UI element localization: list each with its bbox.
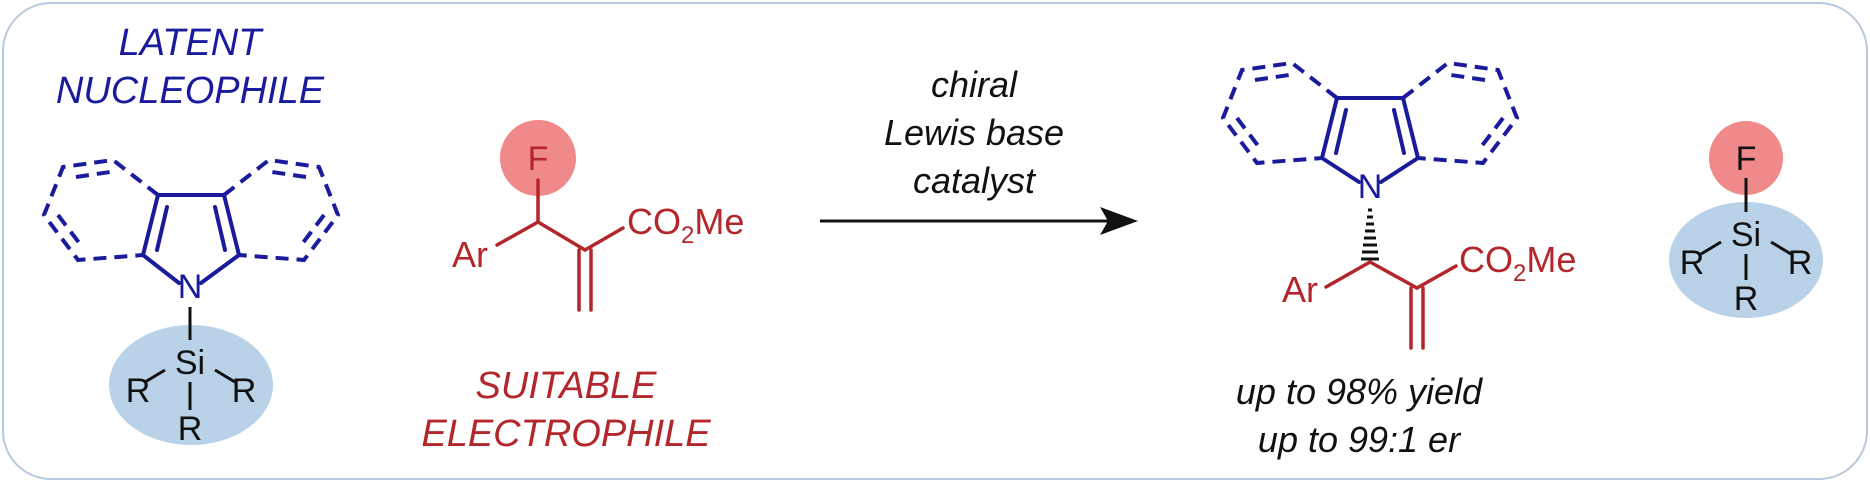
condition-line2: Lewis base bbox=[884, 112, 1064, 153]
product: N Ar CO2Me up to 98% yield up to 99:1 er bbox=[1220, 60, 1576, 460]
condition-line3: catalyst bbox=[913, 160, 1037, 201]
nucleophile-nitrogen: N bbox=[178, 268, 203, 306]
suitable-electrophile: F Ar CO2Me SUITABLE ELECTROPHILE bbox=[421, 120, 744, 455]
latent-nucleophile: LATENT NUCLEOPHILE N Si R R bbox=[41, 22, 341, 448]
product-pyrrole-ring bbox=[1320, 96, 1420, 184]
byproduct-fluorine: F bbox=[1736, 140, 1757, 178]
product-ester: CO2Me bbox=[1459, 239, 1576, 287]
stereo-hashed-bond bbox=[1361, 208, 1379, 261]
si-r-right-bond bbox=[214, 368, 236, 384]
byproduct-r-bottom: R bbox=[1734, 280, 1759, 318]
nucleophile-r-left: R bbox=[126, 372, 151, 410]
si-r-left-bond bbox=[144, 368, 166, 384]
fluorine-highlight bbox=[500, 120, 576, 196]
product-aryl: Ar bbox=[1282, 269, 1318, 310]
yield-text: up to 98% yield bbox=[1236, 371, 1483, 412]
electrophile-label-line1: SUITABLE bbox=[476, 365, 658, 407]
arrow-head bbox=[1100, 207, 1138, 235]
reaction-arrow: chiral Lewis base catalyst bbox=[820, 64, 1138, 235]
nucleophile-label-line1: LATENT bbox=[119, 22, 265, 64]
nucleophile-r-bottom: R bbox=[178, 410, 203, 448]
byproduct-fluorine-highlight bbox=[1709, 121, 1783, 195]
electrophile-skeleton bbox=[495, 178, 625, 312]
nucleophile-label-line2: NUCLEOPHILE bbox=[56, 70, 325, 112]
fluorosilane-byproduct: F Si R R R bbox=[1669, 121, 1823, 318]
nucleophile-silicon: Si bbox=[175, 344, 205, 382]
er-text: up to 99:1 er bbox=[1258, 419, 1462, 460]
condition-line1: chiral bbox=[931, 64, 1018, 105]
electrophile-ester: CO2Me bbox=[627, 201, 744, 249]
byproduct-r-right-bond bbox=[1770, 240, 1792, 256]
byproduct-r-left: R bbox=[1680, 244, 1705, 282]
electrophile-aryl: Ar bbox=[452, 234, 488, 275]
product-skeleton bbox=[1324, 260, 1458, 350]
nucleophile-dashed-benzo-rings bbox=[41, 157, 341, 263]
electrophile-label-line2: ELECTROPHILE bbox=[421, 413, 711, 455]
nucleophile-r-right: R bbox=[232, 372, 257, 410]
electrophile-fluorine: F bbox=[528, 140, 549, 178]
byproduct-silicon: Si bbox=[1731, 216, 1761, 254]
product-dashed-benzo-rings bbox=[1220, 60, 1520, 166]
byproduct-r-left-bond bbox=[1700, 240, 1722, 256]
product-nitrogen: N bbox=[1358, 168, 1383, 206]
byproduct-r-right: R bbox=[1788, 244, 1813, 282]
nucleophile-pyrrole-ring bbox=[141, 193, 241, 285]
